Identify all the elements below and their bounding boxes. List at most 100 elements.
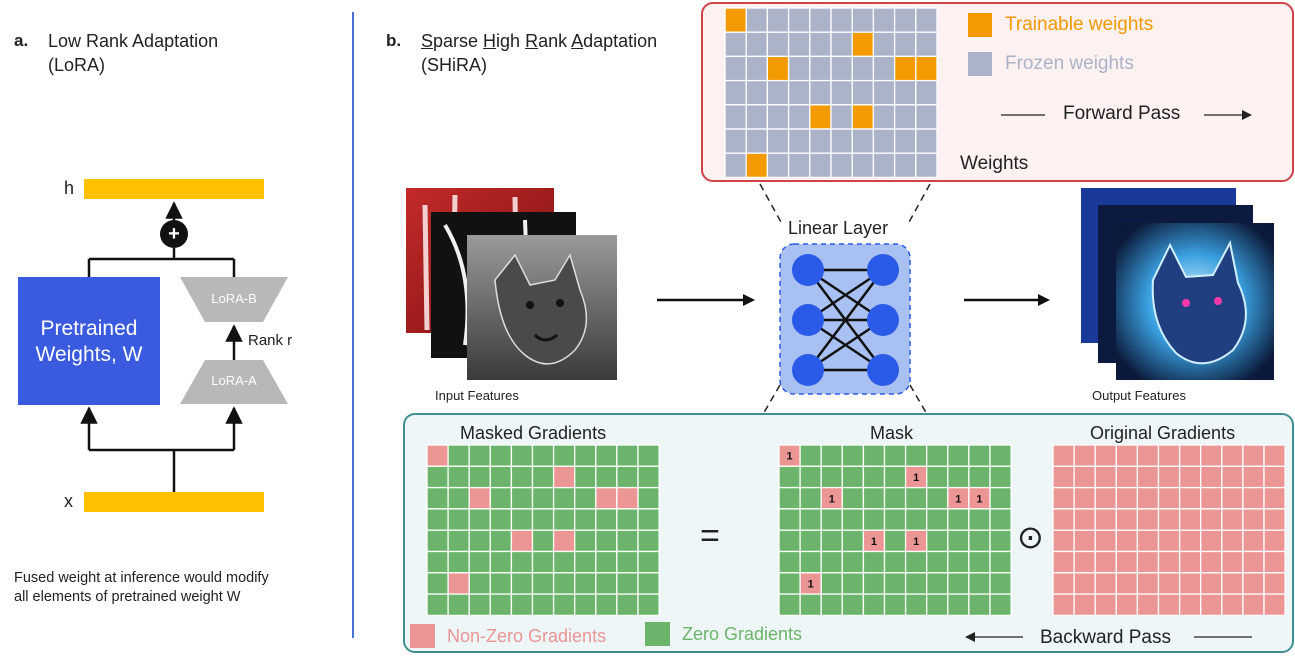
weight-cell — [766, 104, 790, 130]
weights-grid — [724, 7, 938, 184]
mask-cell — [799, 529, 822, 553]
mask-cell — [841, 550, 865, 574]
weight-active-cell — [893, 55, 917, 82]
weight-cell — [830, 55, 853, 82]
masked-gradient-cell — [531, 529, 555, 553]
original-gradient-cell — [1242, 444, 1265, 467]
masked-gradient-cell — [616, 529, 639, 553]
frozen-legend: Frozen weights — [1005, 53, 1134, 74]
original-gradient-cell — [1073, 465, 1096, 489]
weight-active-cell — [915, 55, 938, 82]
mask-cell — [883, 508, 907, 531]
original-gradient-cell — [1263, 593, 1286, 617]
original-gradient-cell — [1157, 465, 1181, 489]
lora-a-label: LoRA-A — [211, 373, 257, 388]
original-gradient-cell — [1136, 529, 1160, 553]
mask-cell — [778, 486, 801, 510]
mask-cell — [926, 465, 949, 489]
mask-cell — [947, 444, 970, 467]
original-gradient-cell — [1136, 550, 1160, 574]
original-gradient-cell — [1115, 486, 1139, 510]
original-gradient-cell — [1073, 486, 1096, 510]
linear-layer-label: Linear Layer — [788, 218, 889, 238]
mask-cell — [820, 572, 843, 595]
mask-cell — [926, 508, 949, 531]
mask-cell — [862, 550, 886, 574]
original-gradient-cell — [1094, 444, 1117, 467]
original-gradient-cell — [1178, 529, 1202, 553]
mask-cell — [947, 572, 970, 595]
original-gradient-cell — [1263, 508, 1286, 531]
masked-gradient-cell — [489, 486, 513, 510]
mask-cell — [989, 550, 1012, 574]
masked-gradient-active-cell — [616, 486, 639, 510]
weight-cell — [893, 79, 917, 106]
weight-active-cell — [724, 7, 747, 33]
plus-icon: + — [168, 223, 180, 245]
masked-gradient-cell — [447, 550, 470, 574]
masked-gradient-cell — [574, 550, 597, 574]
original-gradient-cell — [1200, 508, 1223, 531]
weight-cell — [745, 128, 769, 154]
original-gradient-cell — [1242, 529, 1265, 553]
weight-cell — [830, 152, 853, 179]
weight-cell — [766, 7, 790, 33]
original-gradient-cell — [1073, 572, 1096, 595]
mask-cell — [989, 465, 1012, 489]
panel-a-title: Low Rank Adaptation — [48, 31, 219, 51]
original-gradient-cell — [1052, 572, 1075, 595]
original-gradient-cell — [1073, 508, 1096, 531]
masked-gradient-cell — [489, 593, 513, 617]
mask-cell — [820, 593, 843, 617]
mask-cell — [820, 529, 843, 553]
weight-cell — [809, 31, 832, 58]
input-features-image — [406, 188, 617, 380]
masked-gradient-cell — [531, 465, 555, 489]
masked-gradient-cell — [426, 508, 449, 531]
mask-cell — [989, 444, 1012, 467]
mask-one-label: 1 — [808, 578, 814, 590]
mask-cell — [883, 465, 907, 489]
masked-gradient-cell — [510, 465, 534, 489]
mask-cell — [841, 508, 865, 531]
weight-active-cell — [745, 152, 769, 179]
mask-cell — [989, 572, 1012, 595]
mask-cell — [989, 508, 1012, 531]
weight-cell — [766, 31, 790, 58]
original-gradient-cell — [1157, 572, 1181, 595]
original-gradient-cell — [1221, 465, 1244, 489]
mask-one-label: 1 — [829, 493, 835, 505]
masked-gradient-cell — [616, 465, 639, 489]
original-gradient-cell — [1200, 465, 1223, 489]
weight-cell — [851, 7, 875, 33]
weights-label: Weights — [960, 153, 1029, 174]
masked-gradient-cell — [552, 508, 576, 531]
h-label: h — [64, 178, 75, 198]
original-gradient-cell — [1263, 529, 1286, 553]
output-features-image — [1081, 188, 1274, 380]
mask-cell — [841, 593, 865, 617]
nonzero-swatch — [410, 624, 435, 648]
masked-gradient-cell — [552, 593, 576, 617]
masked-gradient-cell — [616, 572, 639, 595]
mask-cell — [862, 508, 886, 531]
original-gradient-cell — [1052, 508, 1075, 531]
mask-cell — [841, 572, 865, 595]
masked-gradient-cell — [426, 465, 449, 489]
mask-cell — [883, 444, 907, 467]
weight-cell — [787, 152, 811, 179]
masked-gradient-cell — [574, 444, 597, 467]
plus-circle — [160, 220, 188, 248]
original-gradient-cell — [1094, 486, 1117, 510]
weight-active-cell — [851, 31, 875, 58]
mask-cell — [778, 572, 801, 595]
mask-cell — [968, 444, 991, 467]
masked-gradient-cell — [510, 550, 534, 574]
mask-cell — [841, 486, 865, 510]
masked-gradient-cell — [531, 593, 555, 617]
mask-one-label: 1 — [871, 536, 877, 548]
mask-one-label: 1 — [913, 536, 919, 548]
mask-cell — [904, 486, 928, 510]
weight-cell — [787, 128, 811, 154]
lora-diagram — [18, 179, 288, 512]
